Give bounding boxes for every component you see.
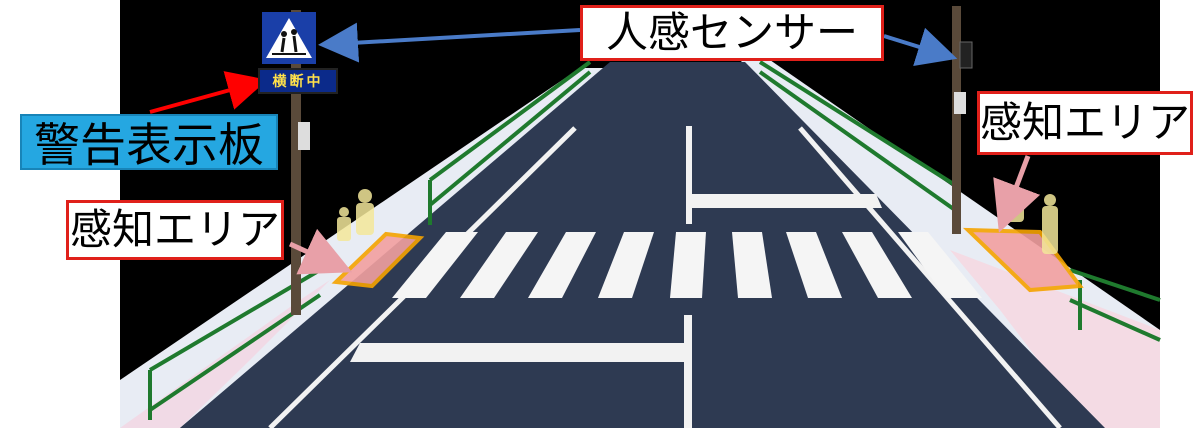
warning-board-label: 警告表示板: [20, 114, 278, 172]
crosswalk: [392, 232, 982, 298]
center-line-upper: [686, 126, 692, 224]
crosswalk-stripe: [598, 232, 654, 298]
crosswalk-stripe: [528, 232, 596, 298]
left-pole-box: [298, 122, 310, 150]
crosswalk-stripe: [786, 232, 842, 298]
warning-board-arrow: [149, 71, 268, 114]
detection-right-arrow: [993, 155, 1041, 233]
sensor-arrow-left: [318, 22, 581, 63]
crosswalk-stripe: [670, 232, 706, 298]
detection-left-arrow: [288, 228, 353, 275]
detection-area-left-label: 感知エリア: [66, 200, 284, 260]
right-railing: [758, 60, 1161, 342]
sensor-label: 人感センサー: [580, 5, 884, 61]
left-sidewalk-pink: [120, 280, 330, 428]
motion-sensor-icon: [959, 41, 973, 69]
crosswalk-stripe: [392, 232, 478, 298]
crosswalk-stripe: [898, 232, 982, 298]
crosswalk-stripe: [732, 232, 772, 298]
right-sidewalk-pink: [950, 250, 1160, 428]
right-pole-box: [954, 92, 966, 114]
crosswalk-stripe: [460, 232, 538, 298]
sensor-arrow-right: [883, 27, 958, 66]
stop-line-far: [690, 194, 882, 208]
right-margin: [1160, 0, 1204, 428]
right-pole: [952, 6, 961, 234]
right-edge-line: [798, 126, 1062, 428]
left-pole: [291, 10, 301, 315]
stop-line-near: [350, 343, 684, 362]
crosswalk-stripe: [842, 232, 912, 298]
warning-sign-plate: 横断中: [258, 68, 338, 94]
detection-area-right-label: 感知エリア: [977, 91, 1193, 155]
center-line-lower: [684, 315, 692, 428]
detection-area-left-zone: [331, 231, 425, 289]
